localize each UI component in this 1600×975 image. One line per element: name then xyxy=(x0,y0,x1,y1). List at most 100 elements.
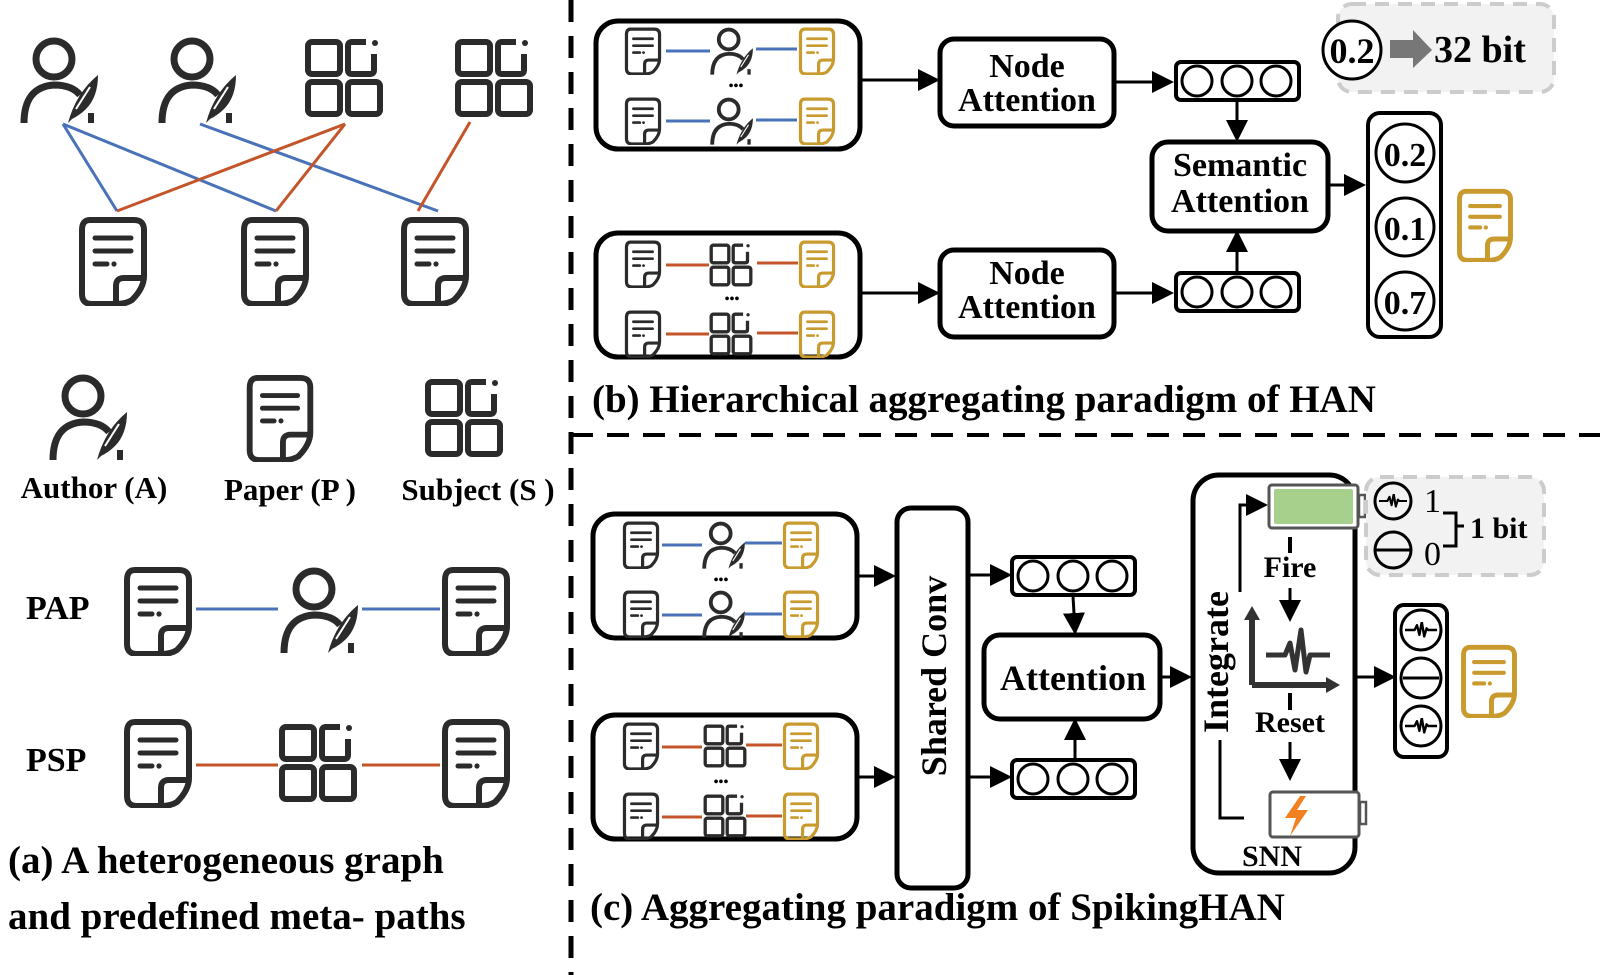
caption-b: (b) Hierarchical aggregating paradigm of… xyxy=(592,378,1376,421)
arrow xyxy=(1062,595,1085,635)
weight-value: 0.1 xyxy=(1384,211,1427,248)
target-paper-icon xyxy=(782,722,820,770)
ellipsis: ••• xyxy=(714,775,729,790)
edge-author2-paper3 xyxy=(199,122,439,213)
ellipsis: ••• xyxy=(714,573,729,588)
paper-icon xyxy=(622,722,660,770)
node-attention-box-bottom: Node Attention xyxy=(937,247,1117,340)
spike-output-one xyxy=(1399,608,1443,652)
paper-icon xyxy=(445,722,507,806)
subject-icon xyxy=(709,312,753,356)
precision-legend-1bit: 1 0 1 bit xyxy=(1364,475,1546,577)
author-icon xyxy=(702,521,746,570)
paper-icon xyxy=(622,590,660,638)
psp-instances-box: ••• xyxy=(593,230,863,360)
edge-subject2-paper3 xyxy=(416,121,472,212)
subject-legend-label: Subject (S ) xyxy=(401,472,554,507)
metapath-psp: PSP xyxy=(26,722,507,806)
target-paper-icon xyxy=(798,240,836,288)
precision-legend-32bit: 0.2 32 bit xyxy=(1321,2,1556,94)
attention-label: Attention xyxy=(1000,658,1146,698)
caption-a-line1: (a) A heterogeneous graph xyxy=(8,839,444,882)
caption-a-line2: and predefined meta- paths xyxy=(8,895,466,938)
integrate-arrow xyxy=(1238,494,1268,592)
panel-b: ••• ••• Node Attentio xyxy=(592,2,1556,421)
graph-edges xyxy=(61,121,472,213)
subject-icon xyxy=(709,243,753,287)
paper-icon xyxy=(624,27,662,75)
target-paper-icon xyxy=(798,310,836,358)
brace-icon xyxy=(1443,511,1464,548)
ellipsis: ••• xyxy=(729,79,744,94)
node-attention-label: Attention xyxy=(958,289,1096,326)
snn-block: Integrate Fire Reset xyxy=(1190,472,1368,876)
target-paper-icon xyxy=(798,97,836,145)
paper-node-icon xyxy=(404,220,466,304)
author-icon xyxy=(702,590,746,639)
node-attention-box-top: Node Attention xyxy=(937,36,1117,129)
spike-output-zero xyxy=(1399,656,1443,700)
membrane-potential-chart-icon xyxy=(1244,606,1340,693)
node-embedding-vector-top xyxy=(1174,60,1301,102)
edge-author1-paper1 xyxy=(61,123,119,212)
subject-icon xyxy=(703,724,747,768)
author-legend-icon xyxy=(53,378,127,460)
shared-conv-label: Shared Conv xyxy=(914,576,954,776)
spike-zero-icon xyxy=(1373,530,1413,570)
panel-a: Author (A) Paper (P ) Subject (S ) PAP P… xyxy=(8,40,555,938)
author-icon xyxy=(710,97,754,146)
panel-c: ••• ••• Shared Conv xyxy=(590,472,1546,929)
shared-conv-box: Shared Conv xyxy=(894,505,971,891)
lightning-icon xyxy=(1285,796,1308,836)
target-paper-icon xyxy=(782,792,820,840)
battery-empty-icon xyxy=(1268,790,1368,839)
subject-icon xyxy=(703,794,747,838)
author-node-icon xyxy=(24,41,98,123)
target-paper-icon xyxy=(782,590,820,638)
edge-subject1-paper1 xyxy=(116,122,346,213)
legend-one: 1 xyxy=(1424,483,1441,520)
subject-legend-icon xyxy=(428,380,500,454)
legend-bits: 32 bit xyxy=(1434,29,1526,71)
edge-subject1-paper2 xyxy=(274,123,347,212)
integrate-label: Integrate xyxy=(1196,591,1236,733)
node-attention-label: Attention xyxy=(958,82,1096,119)
output-paper-icon xyxy=(1464,647,1515,716)
arrow-right-icon xyxy=(1390,30,1432,68)
subject-node-icon xyxy=(458,40,530,114)
node-type-legend: Author (A) Paper (P ) Subject (S ) xyxy=(21,378,555,507)
paper-node-icon xyxy=(244,220,306,304)
target-paper-icon xyxy=(798,27,836,75)
integrate-return-line xyxy=(1218,740,1244,820)
legend-value: 0.2 xyxy=(1330,31,1375,71)
paper-icon xyxy=(445,570,507,654)
weight-value: 0.7 xyxy=(1384,285,1427,322)
paper-node-icon xyxy=(82,220,144,304)
author-icon xyxy=(284,571,358,653)
battery-full-icon xyxy=(1267,483,1367,530)
paper-icon xyxy=(624,97,662,145)
spike-one-icon xyxy=(1373,481,1413,521)
target-paper-icon xyxy=(782,521,820,569)
metapath-pap: PAP xyxy=(26,570,507,654)
author-node-icon xyxy=(162,41,236,123)
edge-author1-paper2 xyxy=(62,122,277,213)
caption-c: (c) Aggregating paradigm of SpikingHAN xyxy=(590,886,1285,929)
legend-bits: 1 bit xyxy=(1470,512,1528,545)
author-icon xyxy=(710,27,754,76)
spike-output-one xyxy=(1399,704,1443,748)
heterogeneous-graph xyxy=(24,40,530,304)
semantic-attention-box: Semantic Attention xyxy=(1149,139,1331,234)
metapath-label: PAP xyxy=(26,590,90,627)
paper-legend-label: Paper (P ) xyxy=(224,472,356,507)
spike-output-vector xyxy=(1393,603,1449,759)
spike-waveform-icon xyxy=(1266,627,1330,675)
ellipsis: ••• xyxy=(725,292,740,307)
paper-icon xyxy=(624,310,662,358)
paper-icon xyxy=(622,521,660,569)
semantic-attention-label: Semantic xyxy=(1173,147,1307,184)
spike-output-slots xyxy=(1399,608,1443,748)
node-embedding-vector-bottom xyxy=(1174,271,1301,313)
paper-icon xyxy=(624,240,662,288)
